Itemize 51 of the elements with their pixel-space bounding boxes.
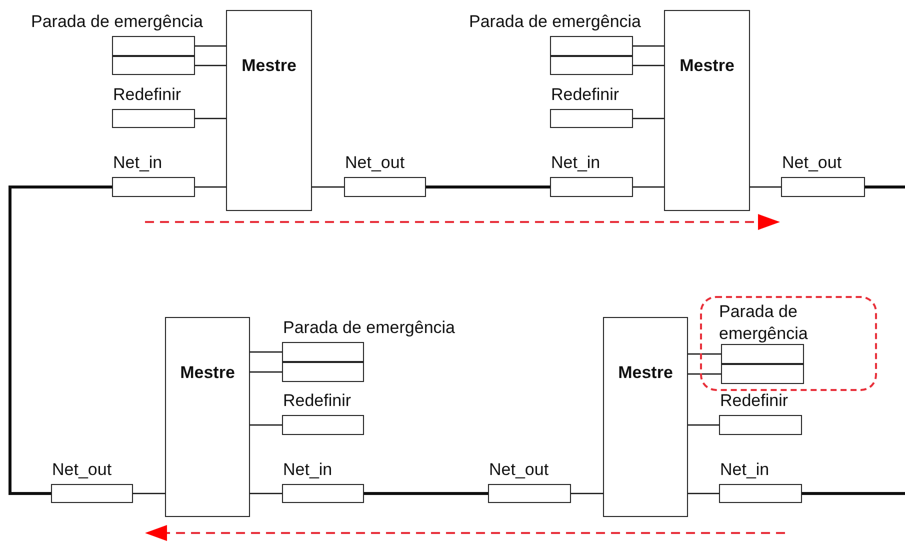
terminal-label: Net_in	[720, 460, 770, 480]
connection-line	[8, 186, 112, 495]
connection-line	[250, 371, 282, 373]
terminal-label: Net_out	[52, 460, 112, 480]
connection-line	[688, 424, 719, 426]
input-label: Parada de emergência	[719, 301, 809, 345]
connection-line	[250, 492, 282, 494]
connection-line	[364, 492, 488, 495]
highlight-region	[700, 296, 877, 391]
connection-line	[633, 118, 664, 120]
connection-line	[133, 492, 165, 494]
terminal-label: Parada de emergência	[469, 12, 642, 32]
terminal-label: Net_out	[489, 460, 549, 480]
connection-line	[633, 64, 664, 66]
terminal-label: Redefinir	[551, 85, 620, 105]
connection-line	[802, 492, 905, 495]
master-block: Mestre	[226, 10, 312, 211]
terminal-label: Net_out	[782, 153, 842, 173]
connection-line	[312, 186, 344, 188]
connection-line	[688, 492, 719, 494]
connection-line	[195, 64, 226, 66]
input-terminal	[112, 56, 195, 75]
connection-line	[633, 186, 664, 188]
connection-line	[633, 45, 664, 47]
connection-line	[688, 353, 721, 355]
master-block: Mestre	[165, 317, 250, 517]
connection-line	[250, 351, 282, 353]
terminal-label: Net_out	[345, 153, 405, 173]
terminal-label: Net_in	[283, 460, 332, 480]
connection-line	[426, 186, 550, 188]
connection-line	[195, 45, 226, 47]
terminal-label: Redefinir	[720, 391, 788, 411]
terminal-label: Net_in	[113, 153, 162, 173]
master-block: Mestre	[664, 10, 750, 211]
connection-line	[195, 118, 226, 120]
terminal-label: Redefinir	[283, 391, 352, 411]
terminal-label: Redefinir	[113, 85, 182, 105]
terminal-label: Net_in	[551, 153, 600, 173]
connection-line	[195, 186, 226, 188]
terminal-label: Parada de emergência	[31, 12, 204, 32]
input-terminal	[550, 56, 633, 75]
terminal-label: Parada de emergência	[283, 318, 456, 338]
connection-line	[750, 186, 781, 188]
connection-line	[865, 186, 905, 188]
connection-line	[250, 424, 282, 426]
input-terminal	[721, 344, 804, 364]
input-terminal	[721, 364, 804, 384]
master-block: Mestre	[603, 317, 688, 517]
connection-line	[571, 492, 603, 494]
connection-line	[688, 373, 721, 375]
input-terminal	[282, 362, 364, 382]
